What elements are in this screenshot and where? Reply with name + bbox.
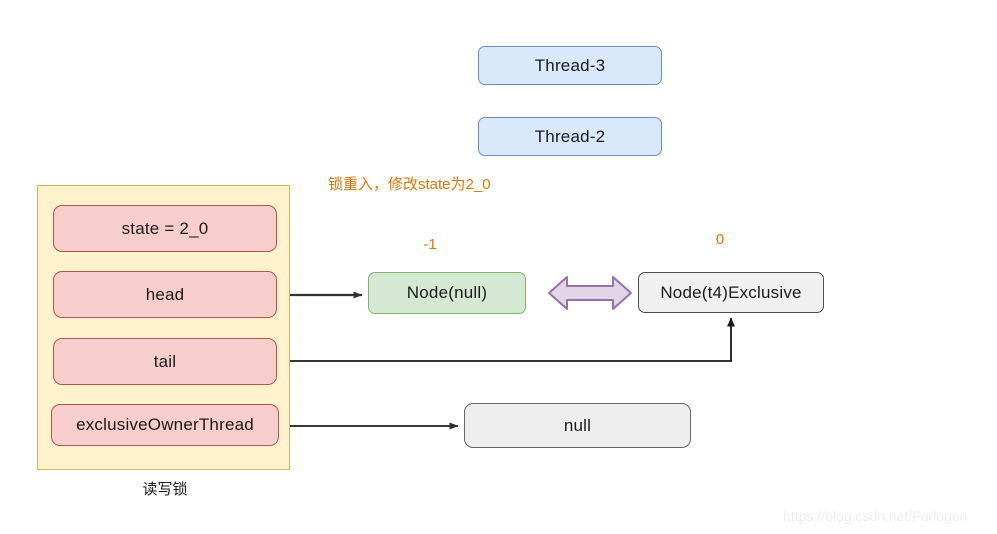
lock-field-tail[interactable]: tail (53, 338, 277, 385)
bidirectional-link-icon (548, 276, 632, 310)
reentrant-annotation: 锁重入，修改state为2_0 (328, 176, 491, 193)
lock-field-head[interactable]: head (53, 271, 277, 318)
wait-status-node-null: -1 (423, 236, 437, 253)
queue-node-t4-exclusive[interactable]: Node(t4)Exclusive (638, 272, 824, 313)
owner-value-box[interactable]: null (464, 403, 691, 448)
thread-box-thread-2[interactable]: Thread-2 (478, 117, 662, 156)
queue-node-null[interactable]: Node(null) (368, 272, 526, 314)
lock-field-state[interactable]: state = 2_0 (53, 205, 277, 252)
watermark: https://blog.csdn.net/Forlogen (783, 508, 968, 524)
lock-field-exclusive-owner-thread[interactable]: exclusiveOwnerThread (51, 404, 279, 446)
wait-status-node-t4: 0 (715, 231, 725, 248)
connector-tail-to-node-t4 (278, 317, 735, 362)
thread-box-thread-3[interactable]: Thread-3 (478, 46, 662, 85)
lock-caption: 读写锁 (142, 481, 188, 498)
